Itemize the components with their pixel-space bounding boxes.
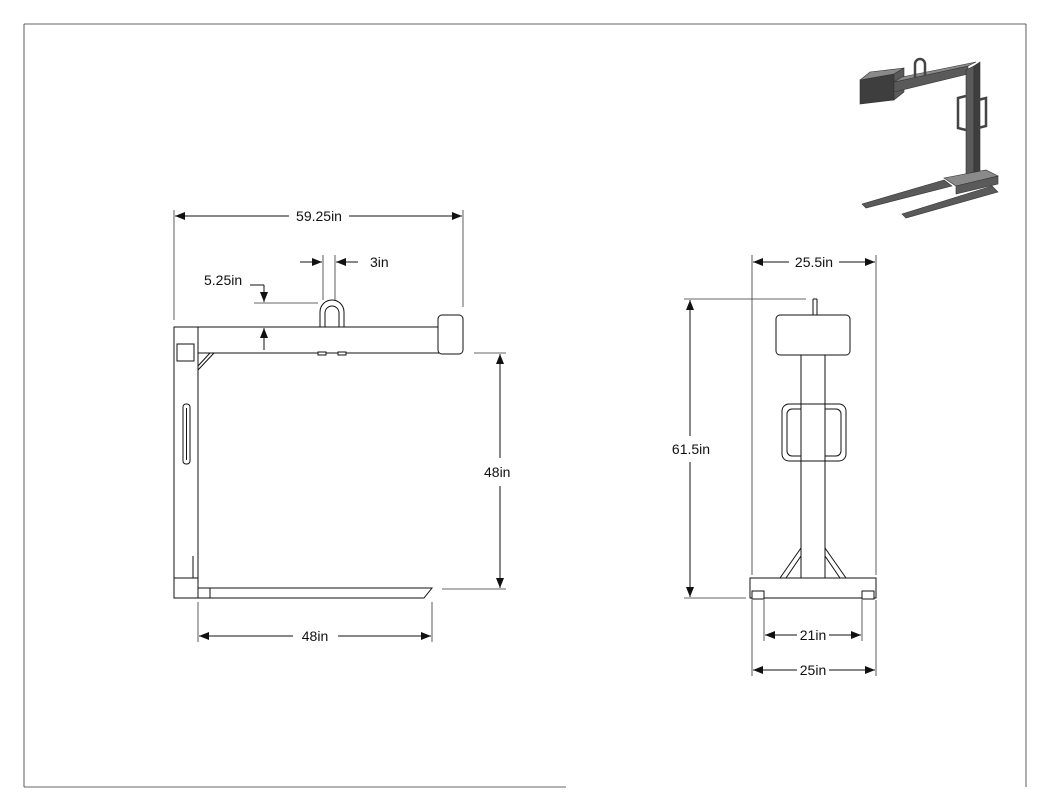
fork-opening-label: 48in [484,464,510,480]
dim-overall-height: 61.5in [672,298,806,599]
side-view: 59.25in 3in 5.25in 48in [173,208,510,644]
end-block [437,314,464,355]
fork-tip-left [751,590,765,600]
fork [197,587,434,599]
front-top-block [775,314,851,356]
iso-handle [956,94,967,132]
overall-width-label: 59.25in [296,208,342,224]
eye-width-label: 3in [370,254,389,270]
dim-fork-opening: 48in [442,352,510,590]
iso-column [965,65,975,185]
top-block-width-label: 25.5in [795,254,833,270]
dim-overall-width: 59.25in [173,208,464,320]
dim-fork-length: 48in [197,602,433,644]
fork-length-label: 48in [302,628,328,644]
dim-outer-fork-spacing: 25in [751,600,877,678]
sheet-border [23,23,1027,788]
top-beam [173,326,443,354]
dim-top-block-width: 25.5in [751,254,877,575]
base-foot [173,577,199,599]
fork-tip-right [861,590,875,600]
overall-height-label: 61.5in [672,441,710,457]
dim-eye-height: 5.25in [204,272,318,350]
outer-fork-spacing-label: 25in [800,662,826,678]
iso-lifting-eye [913,57,927,78]
corner-plate [176,343,195,362]
iso-fork-right [901,185,999,219]
dim-eye-width: 3in [300,254,389,300]
front-column [800,354,826,579]
lifting-eye [319,299,345,327]
front-view: 25.5in 61.5in 21in 25in [672,254,877,678]
iso-fork-left [861,179,953,209]
front-base [749,577,877,599]
dim-inner-fork-spacing: 21in [763,600,863,643]
eye-height-label: 5.25in [204,272,242,288]
inner-fork-spacing-label: 21in [800,627,826,643]
isometric-view [859,57,999,219]
